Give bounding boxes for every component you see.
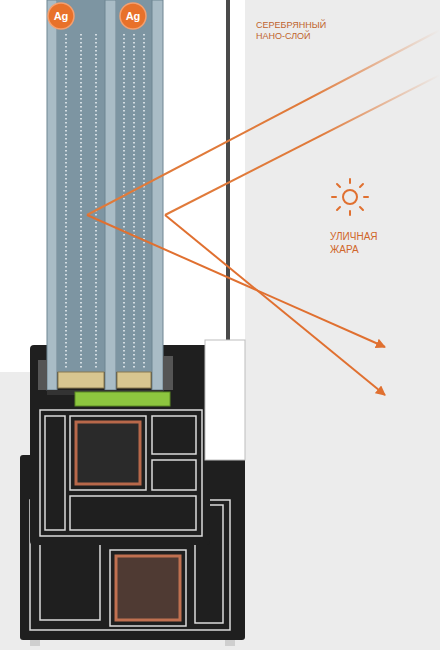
frame-foot	[225, 640, 235, 646]
frame-chamber	[110, 550, 186, 626]
glass-pane	[105, 0, 116, 390]
silver-badge: Ag	[119, 2, 147, 30]
sash-chamber	[152, 416, 196, 454]
spacer	[117, 372, 151, 388]
badge-circle	[48, 3, 74, 29]
sash-chamber	[45, 416, 65, 530]
glazing-bead	[75, 392, 170, 406]
white-sash	[0, 0, 245, 372]
steel-reinforcement	[76, 422, 140, 484]
frame-foot	[30, 640, 40, 646]
glass-pane	[47, 0, 57, 390]
gas-chamber	[116, 0, 152, 372]
sash-chamber	[70, 416, 146, 490]
outer-white-profile	[205, 340, 245, 460]
caption-label: СЕРЕБРЯННЫЙ НАНО-СЛОЙ	[256, 20, 338, 42]
gasket	[163, 356, 173, 390]
badge-text: Ag	[54, 11, 69, 22]
sash-chamber	[70, 496, 196, 530]
heat-ray	[165, 75, 440, 215]
outer-seal-line	[226, 0, 230, 380]
gas-chamber	[57, 0, 105, 372]
outer-white-profile	[205, 340, 245, 460]
sash-chamber	[40, 410, 202, 536]
caption-label: УЛИЧНАЯ ЖАРА	[330, 230, 394, 256]
sun-icon	[332, 179, 368, 215]
gas-dots	[66, 34, 144, 368]
spacer	[58, 372, 104, 388]
heat-ray	[87, 30, 440, 215]
badge-circle	[120, 3, 146, 29]
badge-text: Ag	[126, 11, 141, 22]
gasket	[38, 360, 47, 390]
steel-reinforcement	[116, 556, 180, 620]
glass-pane	[152, 0, 163, 390]
silver-badge: Ag	[47, 2, 75, 30]
sash-chamber	[152, 460, 196, 490]
